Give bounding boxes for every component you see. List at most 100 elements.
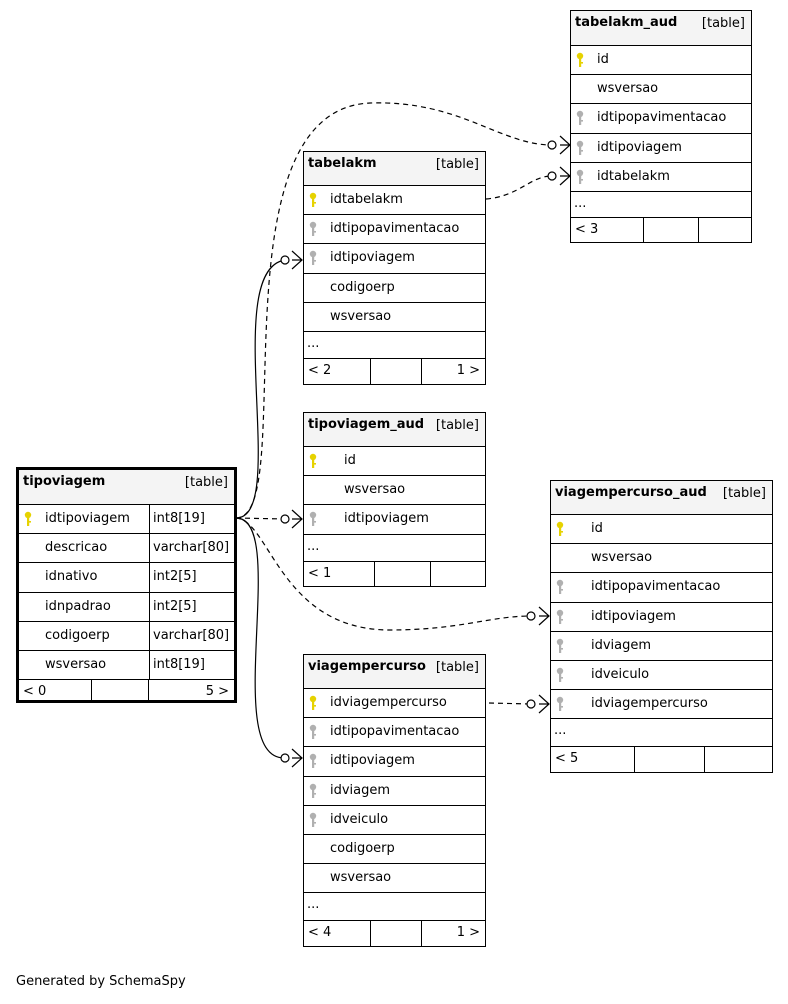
column-row[interactable]: idtabelakm (571, 161, 751, 191)
primary-key-icon (555, 521, 569, 537)
column-row[interactable]: idviagem (551, 630, 772, 660)
foreign-key-icon (575, 169, 589, 185)
footer-divider (148, 680, 149, 700)
footer-divider (704, 747, 705, 772)
column-name: idnpadrao (45, 598, 111, 614)
generated-by-footer: Generated by SchemaSpy (16, 974, 186, 989)
rel-tipoviagem-viagempercurso-aud (235, 517, 532, 631)
table-header: tipoviagem[table] (19, 470, 234, 504)
children-count: < 3 (575, 222, 599, 237)
children-count: < 5 (555, 751, 579, 767)
column-type: int8[19] (149, 651, 205, 680)
foreign-key-icon (308, 783, 322, 799)
children-count: < 4 (308, 925, 332, 941)
column-row[interactable]: id (571, 45, 751, 74)
optional-marker (280, 255, 290, 265)
column-row[interactable]: wsversao (551, 543, 772, 572)
column-name: idtipoviagem (330, 250, 415, 266)
column-name: idtipopavimentacao (597, 110, 727, 126)
footer-divider (374, 561, 375, 586)
more-columns-row[interactable]: ... (304, 892, 485, 920)
column-type: int8[19] (149, 505, 205, 534)
column-row[interactable]: idviagem (304, 775, 485, 805)
table-header: viagempercurso[table] (304, 655, 485, 688)
crowfoot-viagempercurso (291, 748, 303, 768)
column-type: int2[5] (149, 592, 197, 621)
column-name: id (344, 453, 356, 468)
column-row[interactable]: idveiculo (304, 804, 485, 834)
column-row[interactable]: idtipoviagem (551, 601, 772, 631)
column-row[interactable]: idtipopavimentacao (551, 572, 772, 601)
footer-divider (421, 359, 422, 384)
column-row[interactable]: idtipoviagem (304, 504, 485, 533)
column-row[interactable]: idveiculo (551, 660, 772, 689)
column-row[interactable]: wsversao (571, 74, 751, 103)
column-row[interactable]: idviagempercurso (304, 688, 485, 717)
column-row[interactable]: idtabelakm (304, 185, 485, 214)
column-row[interactable]: wsversao (304, 863, 485, 892)
table-type-label: [table] (722, 486, 766, 501)
table-footer: < 3 (571, 217, 751, 242)
foreign-key-icon (308, 812, 322, 828)
foreign-key-icon (308, 250, 322, 266)
more-columns-row[interactable]: ... (304, 331, 485, 358)
column-row[interactable]: id (304, 446, 485, 475)
more-columns-row[interactable]: ... (551, 718, 772, 746)
table-name: tipoviagem_aud (308, 417, 425, 432)
footer-divider (370, 921, 371, 946)
rel-tipoviagem-viagempercurso (235, 517, 286, 759)
column-row[interactable]: idnpadrao int2[5] (19, 591, 234, 621)
column-name: wsversao (330, 308, 392, 324)
ellipsis: ... (307, 897, 320, 913)
primary-key-icon (308, 192, 322, 208)
foreign-key-icon (555, 579, 569, 595)
column-row[interactable]: idviagempercurso (551, 689, 772, 718)
column-row[interactable]: wsversao (304, 475, 485, 504)
table-type-label: [table] (184, 475, 228, 490)
column-name: idtipoviagem (344, 511, 429, 527)
more-columns-row[interactable]: ... (304, 533, 485, 561)
column-row[interactable]: idtipoviagem (304, 746, 485, 775)
table-header: viagempercurso_aud [table] (551, 481, 772, 514)
primary-key-icon (308, 695, 322, 711)
column-row[interactable]: codigoerp (304, 272, 485, 302)
column-row[interactable]: idtipoviagem (304, 243, 485, 272)
table-type-label: [table] (435, 157, 479, 172)
column-row[interactable]: idtipopavimentacao (304, 214, 485, 243)
column-name: wsversao (344, 482, 406, 498)
column-row[interactable]: id (551, 514, 772, 543)
parents-count: 1 > (456, 925, 480, 941)
optional-marker (526, 699, 536, 709)
children-count: < 1 (308, 565, 332, 581)
rel-viagempercurso-viagempercurso-aud (488, 702, 532, 705)
column-row[interactable]: idtipopavimentacao (571, 103, 751, 132)
column-row[interactable]: idtipopavimentacao (304, 717, 485, 746)
table-tipoviagem-aud[interactable]: tipoviagem_aud[table]id wsversao idtipovia… (303, 412, 486, 587)
more-columns-row[interactable]: ... (571, 191, 751, 217)
column-row[interactable]: idtipoviagem (571, 132, 751, 162)
column-name: idviagem (330, 782, 391, 798)
table-name: viagempercurso_aud (555, 485, 707, 500)
foreign-key-icon (575, 140, 589, 156)
crowfoot-viagempercurso-aud-2 (538, 694, 550, 714)
column-name: codigoerp (330, 279, 395, 295)
table-type-label: [table] (435, 660, 479, 675)
column-name: idviagem (591, 637, 652, 653)
foreign-key-icon (555, 696, 569, 712)
table-header: tipoviagem_aud[table] (304, 413, 485, 446)
crowfoot-viagempercurso-aud-1 (538, 606, 550, 626)
primary-key-icon (23, 511, 37, 527)
column-row[interactable]: wsversao (304, 301, 485, 331)
column-row[interactable]: codigoerp (304, 834, 485, 863)
